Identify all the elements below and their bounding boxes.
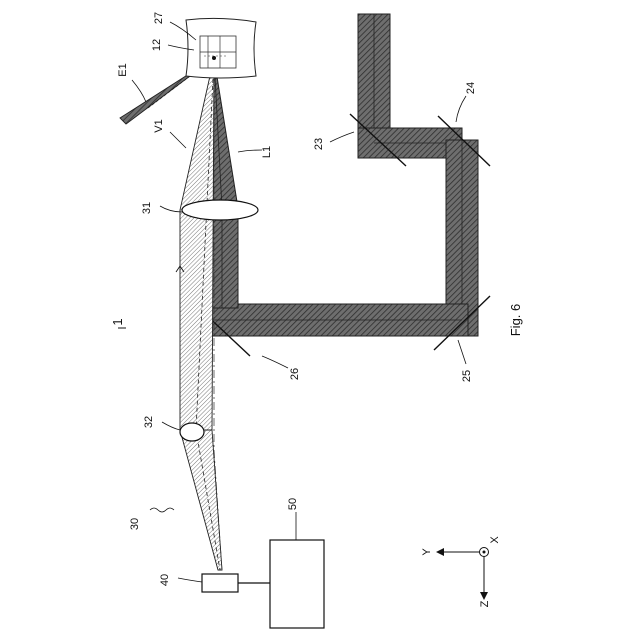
- label-40: 40: [159, 574, 171, 586]
- label-system: 1: [110, 318, 125, 325]
- figure-caption: Fig. 6: [508, 304, 523, 337]
- label-30: 30: [129, 518, 141, 530]
- controller-50: [270, 540, 324, 628]
- label-26: 26: [289, 368, 301, 380]
- label-24: 24: [465, 82, 477, 94]
- axis-label-x: X: [489, 536, 501, 544]
- camera-40: [202, 574, 238, 592]
- lens-31: [182, 200, 258, 220]
- label-32: 32: [143, 416, 155, 428]
- label-27: 27: [153, 12, 165, 24]
- label-25: 25: [461, 370, 473, 382]
- label-E1: E1: [117, 63, 129, 76]
- label-23: 23: [313, 138, 325, 150]
- label-L1: L1: [261, 146, 273, 158]
- label-31: 31: [141, 202, 153, 214]
- coordinate-axes: [436, 548, 489, 601]
- label-50: 50: [287, 498, 299, 510]
- axis-label-y: Y: [421, 548, 433, 556]
- axis-label-z: Z: [479, 600, 491, 607]
- sample-27: [186, 18, 256, 78]
- label-V1: V1: [153, 119, 165, 132]
- label-12: 12: [151, 39, 163, 51]
- lens-32: [180, 423, 204, 441]
